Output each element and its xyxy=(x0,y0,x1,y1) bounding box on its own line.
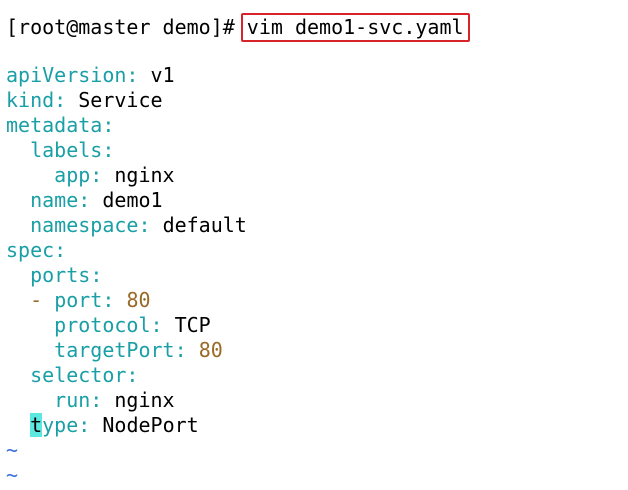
yaml-value: NodePort xyxy=(102,413,199,437)
yaml-key: targetPort xyxy=(54,338,175,362)
text-cursor: t xyxy=(30,413,43,437)
yaml-value: TCP xyxy=(174,313,211,337)
yaml-key: selector xyxy=(30,363,127,387)
yaml-value: demo1 xyxy=(102,188,163,212)
highlighted-command: vim demo1-svc.yaml xyxy=(240,13,470,42)
yaml-line-app: app: nginx xyxy=(54,163,175,187)
yaml-number: 80 xyxy=(198,338,223,362)
yaml-line-type: type: NodePort xyxy=(30,413,199,437)
yaml-line-apiversion: apiVersion: v1 xyxy=(6,63,175,87)
yaml-key: port xyxy=(54,288,103,312)
vim-empty-line-tilde: ~ xyxy=(6,438,19,462)
yaml-line-selector: selector: xyxy=(30,363,139,387)
shell-prompt-line: [root@master demo]#vim demo1-svc.yaml xyxy=(6,13,470,42)
yaml-key: protocol xyxy=(54,313,151,337)
yaml-line-ports: ports: xyxy=(30,263,103,287)
yaml-value: nginx xyxy=(114,163,175,187)
vim-empty-line-tilde: ~ xyxy=(6,463,19,487)
yaml-key: spec xyxy=(6,238,55,262)
yaml-line-spec: spec: xyxy=(6,238,67,262)
shell-prompt: [root@master demo]# xyxy=(6,15,235,39)
yaml-line-targetport: targetPort: 80 xyxy=(54,338,223,362)
yaml-key: namespace xyxy=(30,213,139,237)
yaml-value: Service xyxy=(78,88,163,112)
yaml-line-name: name: demo1 xyxy=(30,188,163,212)
yaml-line-metadata: metadata: xyxy=(6,113,115,137)
yaml-line-namespace: namespace: default xyxy=(30,213,247,237)
yaml-key: app xyxy=(54,163,91,187)
yaml-key: apiVersion xyxy=(6,63,127,87)
yaml-key: name xyxy=(30,188,79,212)
yaml-key: labels xyxy=(30,138,103,162)
yaml-line-port: - port: 80 xyxy=(30,288,151,312)
yaml-line-run: run: nginx xyxy=(54,388,175,412)
list-dash: - xyxy=(30,288,55,312)
yaml-line-labels: labels: xyxy=(30,138,115,162)
yaml-line-protocol: protocol: TCP xyxy=(54,313,211,337)
yaml-key: ype xyxy=(42,413,79,437)
yaml-key: metadata xyxy=(6,113,103,137)
yaml-value: v1 xyxy=(150,63,175,87)
yaml-value: nginx xyxy=(114,388,175,412)
yaml-key: ports xyxy=(30,263,91,287)
yaml-line-kind: kind: Service xyxy=(6,88,163,112)
yaml-number: 80 xyxy=(126,288,151,312)
yaml-value: default xyxy=(162,213,247,237)
yaml-key: run xyxy=(54,388,91,412)
yaml-key: kind xyxy=(6,88,55,112)
